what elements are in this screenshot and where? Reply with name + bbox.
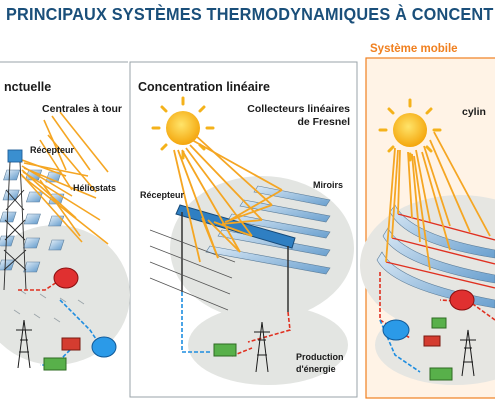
- right-panel-illustration: [360, 98, 495, 385]
- turbine-block: [61, 337, 81, 351]
- generator-block-right: [429, 367, 453, 381]
- hot-storage-tank-right: [449, 289, 475, 311]
- generator-block: [43, 357, 67, 371]
- hot-storage-tank: [53, 267, 79, 289]
- right-panel-subheading: cylin: [462, 106, 486, 118]
- sun-right: [378, 98, 442, 162]
- cold-storage-tank: [91, 336, 117, 358]
- left-panel-heading: nctuelle: [4, 80, 52, 94]
- left-panel-subheading: Centrales à tour: [42, 103, 122, 115]
- main-title: PRINCIPAUX SYSTÈMES THERMODYNAMIQUES À C…: [6, 4, 494, 24]
- mobile-system-label: Système mobile: [370, 43, 458, 55]
- heliostats-label: Héliostats: [73, 183, 117, 193]
- sun-middle: [151, 96, 215, 160]
- middle-receiver-label: Récepteur: [140, 190, 185, 200]
- power-pylon-right: [460, 329, 476, 377]
- left-receiver-label: Récepteur: [30, 145, 75, 155]
- heliostat-field: [0, 169, 65, 273]
- middle-panel-subheading-1: Collecteurs linéaires: [247, 103, 350, 115]
- middle-panel-heading: Concentration linéaire: [138, 80, 270, 94]
- generator-block-middle: [213, 343, 237, 357]
- power-pylon-middle: [254, 321, 270, 373]
- middle-panel-subheading-2: de Fresnel: [297, 116, 350, 128]
- solar-tower: [3, 149, 27, 291]
- production-label-1: Production: [296, 352, 344, 362]
- production-label-2: d'énergie: [296, 364, 336, 374]
- left-panel-illustration: [0, 111, 130, 371]
- cold-storage-tank-right: [382, 319, 410, 341]
- mirrors-label: Miroirs: [313, 180, 344, 190]
- fresnel-receiver: [175, 204, 296, 312]
- power-pylon-left: [16, 319, 32, 369]
- pump-block-right: [431, 317, 447, 329]
- turbine-block-right: [423, 335, 441, 347]
- middle-panel-illustration: [149, 96, 354, 385]
